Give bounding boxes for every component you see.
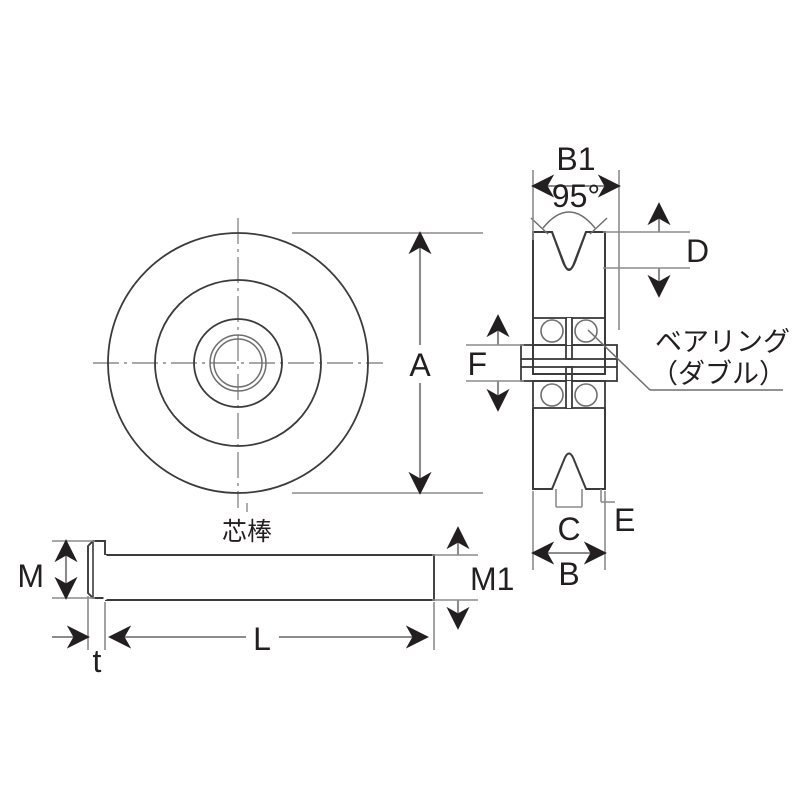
dimension-b1: B1 bbox=[531, 141, 621, 330]
hub-plate-lower-right bbox=[565, 366, 618, 382]
groove-angle-label: 95° bbox=[552, 178, 600, 214]
dimension-a: A bbox=[292, 231, 483, 495]
groove-angle-leader-right bbox=[589, 217, 608, 235]
bearing-circle-lower-left bbox=[540, 383, 564, 407]
dim-c-label: C bbox=[557, 511, 580, 547]
wheel-mid-circle bbox=[154, 279, 322, 447]
dimension-d: D bbox=[603, 202, 709, 298]
dim-l-label: L bbox=[253, 621, 271, 657]
dim-m1-label: M1 bbox=[470, 561, 514, 597]
bearing-label-line2: （ダブル） bbox=[651, 359, 786, 390]
wheel-bore-outer-circle bbox=[209, 334, 267, 392]
hub-plate-lower-left bbox=[520, 366, 573, 382]
bearing-annotation: ベアリング （ダブル） bbox=[587, 327, 790, 391]
pin-shaft-outline bbox=[105, 554, 435, 601]
groove-angle-leader-left bbox=[530, 217, 549, 235]
dimension-m: M bbox=[17, 539, 95, 600]
dim-l-label-bg bbox=[246, 616, 279, 656]
hub-plate-upper-right bbox=[565, 344, 618, 360]
groove-angle-arc bbox=[542, 211, 596, 229]
dimension-groove-angle: 95° bbox=[552, 178, 600, 214]
dim-a-label-bg bbox=[404, 345, 437, 383]
dim-a-label: A bbox=[409, 347, 431, 383]
dim-e-label: E bbox=[614, 502, 635, 538]
dim-b-label: B bbox=[558, 556, 579, 592]
bearing-circle-upper-left bbox=[540, 319, 564, 343]
pin-head-outline bbox=[87, 540, 106, 599]
dim-d-label: D bbox=[686, 233, 709, 269]
wheel-bore-inner-circle bbox=[213, 338, 263, 388]
pin-shaft-view: 芯棒 bbox=[87, 503, 435, 601]
hub-plate-upper-left bbox=[520, 344, 573, 360]
wheel-hub-circle bbox=[193, 318, 283, 408]
dim-m-label: M bbox=[17, 558, 44, 594]
bearing-circle-upper-right bbox=[574, 319, 598, 343]
bearing-label-line1: ベアリング bbox=[655, 327, 790, 358]
dimension-t: t bbox=[52, 596, 106, 679]
side-lower-skirt-outline bbox=[532, 408, 606, 490]
v-groove-profile bbox=[533, 231, 605, 271]
side-upper-flange-outline bbox=[532, 231, 606, 375]
pin-name-label: 芯棒 bbox=[222, 517, 272, 546]
side-section-view bbox=[520, 211, 618, 508]
dim-f-label: F bbox=[467, 346, 487, 382]
dim-b1-label: B1 bbox=[556, 141, 595, 177]
dimension-e: E bbox=[614, 502, 635, 538]
front-view-wheel bbox=[93, 218, 383, 508]
dim-t-label: t bbox=[93, 643, 102, 679]
dimension-f: F bbox=[466, 314, 524, 412]
dimension-c: C bbox=[557, 511, 580, 547]
wheel-outer-circle bbox=[107, 232, 369, 494]
bearing-leader-diagonal bbox=[587, 329, 651, 391]
dimension-b: B bbox=[531, 491, 607, 592]
bearing-circle-lower-right bbox=[574, 383, 598, 407]
dimension-l: L bbox=[108, 602, 435, 657]
dimension-m1: M1 bbox=[432, 526, 514, 630]
